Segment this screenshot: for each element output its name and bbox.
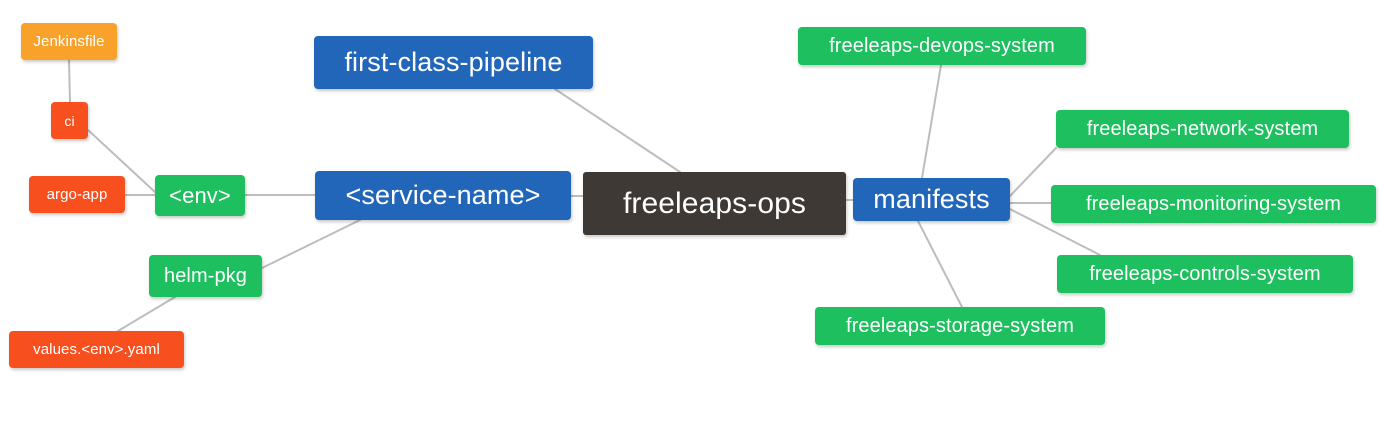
node-network-system[interactable]: freeleaps-network-system [1056,110,1349,148]
edge-first-class-pipeline-to-freeleaps-ops [554,88,681,173]
node-helm-pkg[interactable]: helm-pkg [149,255,262,297]
edge-manifests-to-network-system [1009,147,1057,197]
node-freeleaps-ops[interactable]: freeleaps-ops [583,172,846,235]
node-env[interactable]: <env> [155,175,245,216]
edge-manifests-to-storage-system [917,220,963,308]
edge-manifests-to-devops-system [921,64,942,179]
node-first-class-pipeline[interactable]: first-class-pipeline [314,36,593,89]
node-argo-app[interactable]: argo-app [29,176,125,213]
edge-jenkinsfile-to-ci [68,59,71,103]
node-values-yaml[interactable]: values.<env>.yaml [9,331,184,368]
node-monitoring-system[interactable]: freeleaps-monitoring-system [1051,185,1376,223]
edge-helm-pkg-to-values-yaml [117,296,176,332]
node-devops-system[interactable]: freeleaps-devops-system [798,27,1086,65]
node-controls-system[interactable]: freeleaps-controls-system [1057,255,1353,293]
node-manifests[interactable]: manifests [853,178,1010,221]
node-service-name[interactable]: <service-name> [315,171,571,220]
node-ci[interactable]: ci [51,102,88,139]
edge-service-name-to-helm-pkg [261,219,361,269]
node-storage-system[interactable]: freeleaps-storage-system [815,307,1105,345]
node-jenkinsfile[interactable]: Jenkinsfile [21,23,117,60]
